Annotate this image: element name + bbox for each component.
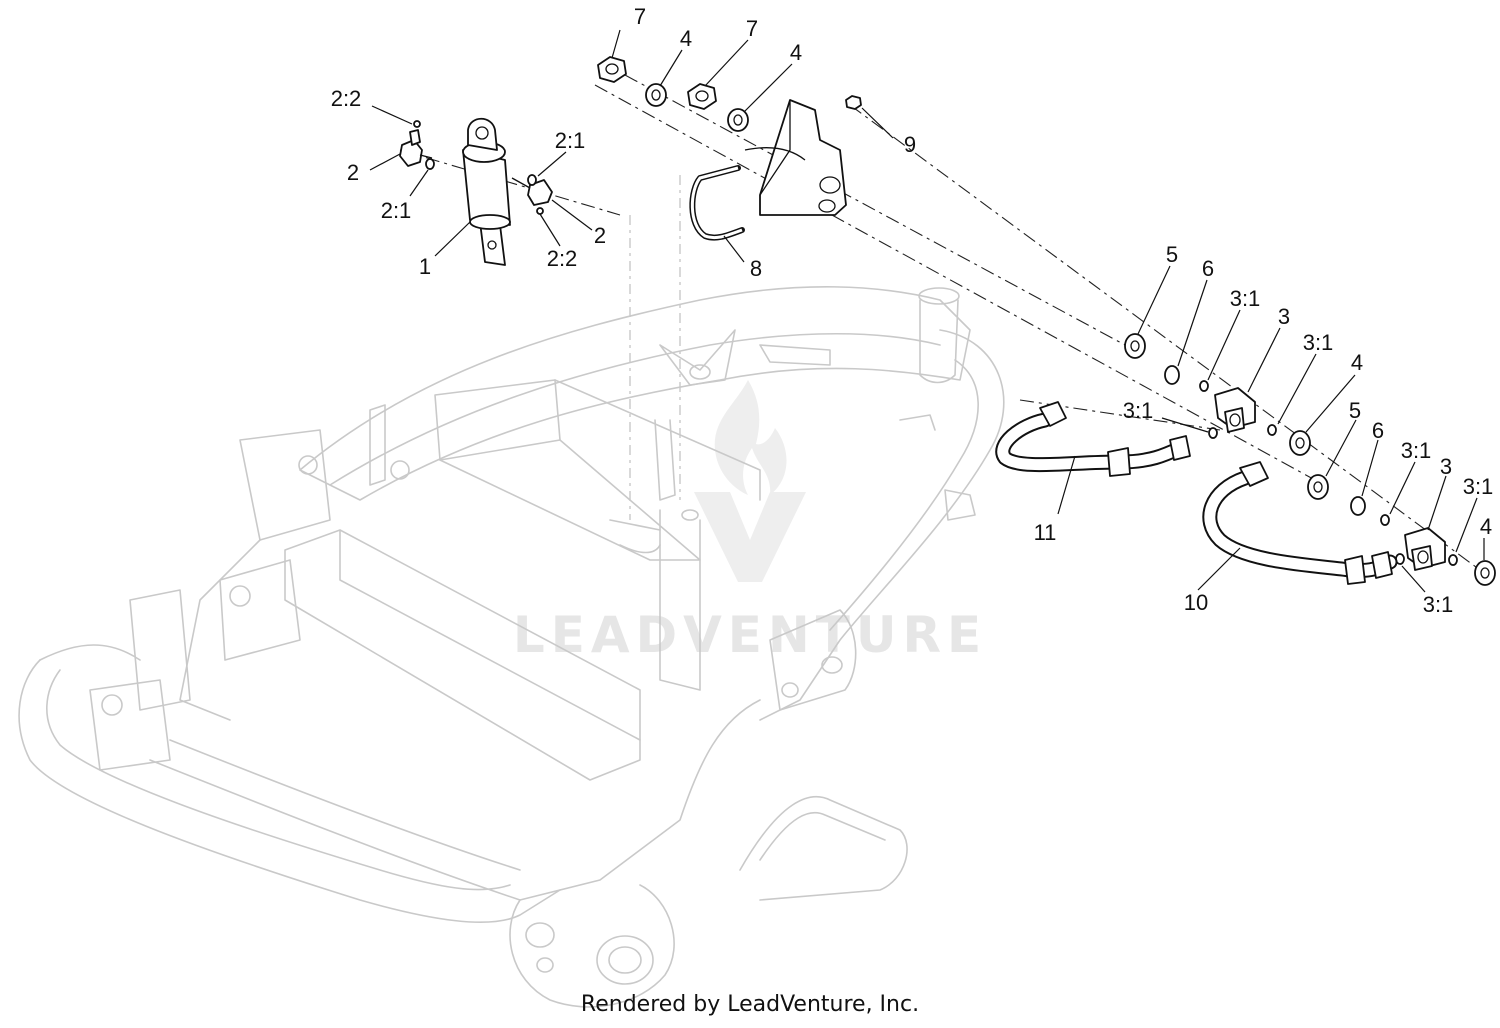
elbow-fitting-2-left[interactable] — [399, 129, 433, 167]
frame-front-hub — [509, 884, 675, 1008]
mower-frame — [18, 175, 1005, 1008]
hydraulic-hose-11[interactable] — [995, 401, 1191, 477]
oring-2-1-right[interactable] — [527, 174, 537, 186]
u-bolt-8[interactable] — [689, 165, 745, 241]
watermark-flame-icon — [714, 380, 787, 495]
washer-4-mid[interactable] — [1289, 430, 1311, 456]
footer-credit: Rendered by LeadVenture, Inc. — [580, 992, 920, 1017]
frame-post — [919, 299, 959, 384]
oring-3-1-c[interactable] — [1208, 427, 1218, 439]
callout-3: 3 — [1278, 304, 1290, 329]
callout-11: 11 — [1034, 520, 1057, 545]
callout-3-1: 3:1 — [1463, 474, 1494, 499]
nut-9[interactable] — [845, 95, 862, 110]
callout-1: 1 — [419, 254, 431, 279]
callout-2-2: 2:2 — [547, 246, 578, 271]
callout-4: 4 — [1480, 514, 1492, 539]
callout-4: 4 — [1351, 350, 1363, 375]
oring-3-1-a[interactable] — [1199, 380, 1209, 392]
callout-8: 8 — [750, 256, 762, 281]
callout-6: 6 — [1372, 418, 1384, 443]
frame-front-beam — [149, 699, 761, 901]
washer-4-lower[interactable] — [1474, 560, 1496, 586]
elbow-fitting-2-right[interactable] — [511, 177, 553, 206]
callout-2-1: 2:1 — [381, 198, 412, 223]
frame-mount-bracket — [659, 329, 736, 386]
callout-3-1: 3:1 — [1123, 398, 1154, 423]
oring-2-2-left[interactable] — [413, 120, 421, 128]
oring-3-1-e[interactable] — [1448, 554, 1458, 566]
mounting-bracket[interactable] — [744, 99, 847, 216]
callout-10: 10 — [1184, 590, 1208, 615]
watermark-text: LEADVENTURE — [513, 606, 987, 664]
callout-4: 4 — [680, 26, 692, 51]
hydraulic-hose-10[interactable] — [1202, 461, 1398, 585]
frame-rear-arch-inner — [329, 332, 941, 486]
callout-3-1: 3:1 — [1303, 330, 1334, 355]
watermark: LEADVENTURE — [513, 380, 987, 664]
callout-labels: 7 4 7 4 9 2:2 2 2:1 2:1 2 2:2 1 8 5 6 3:… — [331, 4, 1494, 617]
callout-9: 9 — [904, 132, 916, 157]
frame-rear-plate — [769, 609, 857, 711]
callout-2: 2 — [347, 160, 359, 185]
washer-4-left[interactable] — [645, 83, 667, 107]
callout-3-1: 3:1 — [1230, 286, 1261, 311]
oring-3-1-d[interactable] — [1380, 514, 1390, 526]
callout-3: 3 — [1440, 454, 1452, 479]
callout-3-1: 3:1 — [1401, 438, 1432, 463]
callout-2-2: 2:2 — [331, 86, 362, 111]
seal-6-upper[interactable] — [1164, 365, 1180, 385]
tee-fitting-3-lower[interactable] — [1404, 527, 1446, 571]
callout-6: 6 — [1202, 256, 1214, 281]
frame-front-bumper — [18, 659, 561, 923]
frame-right-tube — [759, 329, 1005, 721]
oring-2-2-right[interactable] — [536, 207, 544, 215]
tee-fitting-3-upper[interactable] — [1214, 387, 1256, 433]
callout-5: 5 — [1349, 398, 1361, 423]
callout-7: 7 — [634, 4, 646, 29]
callout-2: 2 — [594, 223, 606, 248]
washer-4-right[interactable] — [727, 108, 749, 132]
frame-footrest — [739, 796, 908, 901]
callout-4: 4 — [790, 40, 802, 65]
nut-7-left[interactable] — [597, 56, 627, 83]
leader-lines — [369, 29, 1485, 593]
callout-5: 5 — [1166, 242, 1178, 267]
washer-5-upper[interactable] — [1124, 333, 1146, 359]
hydraulic-cylinder-1[interactable] — [462, 117, 511, 266]
seal-6-lower[interactable] — [1350, 496, 1366, 516]
frame-right-tube-inner — [829, 359, 979, 631]
oring-3-1-b[interactable] — [1267, 424, 1277, 436]
callout-7: 7 — [746, 16, 758, 41]
frame-left-rail — [239, 429, 331, 541]
frame-rear-arch — [299, 286, 971, 501]
frame-post-top — [918, 287, 960, 305]
callout-2-1: 2:1 — [555, 128, 586, 153]
callout-3-1: 3:1 — [1423, 592, 1454, 617]
oring-2-1-left[interactable] — [425, 158, 435, 170]
washer-5-lower[interactable] — [1307, 474, 1329, 500]
nut-7-right[interactable] — [687, 83, 717, 110]
watermark-v-icon — [694, 492, 806, 582]
